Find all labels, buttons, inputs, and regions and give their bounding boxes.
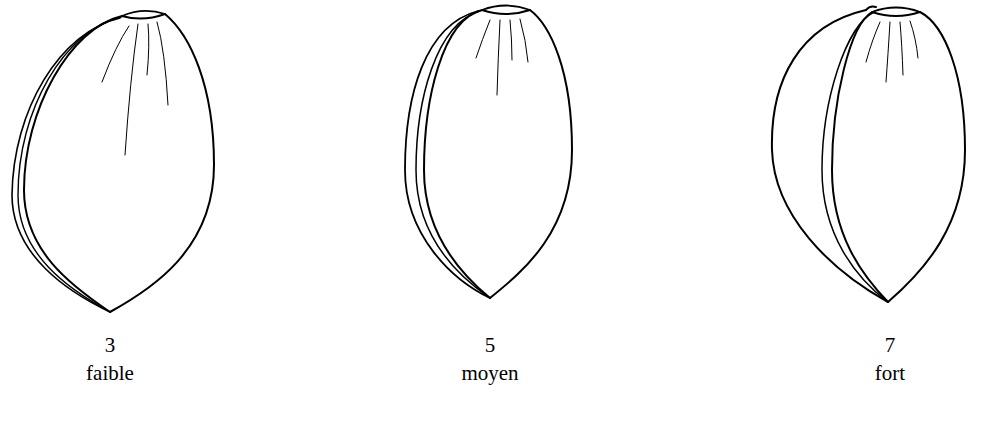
seed-medium (405, 6, 572, 299)
grade-label: fort (875, 361, 905, 386)
grade-label: faible (86, 361, 134, 386)
callout-number: 3 (105, 333, 116, 358)
seed-strong (772, 6, 965, 302)
seed-weak (12, 11, 214, 312)
grade-label: moyen (461, 361, 518, 386)
callout-number: 7 (885, 333, 896, 358)
callout-number: 5 (485, 333, 496, 358)
